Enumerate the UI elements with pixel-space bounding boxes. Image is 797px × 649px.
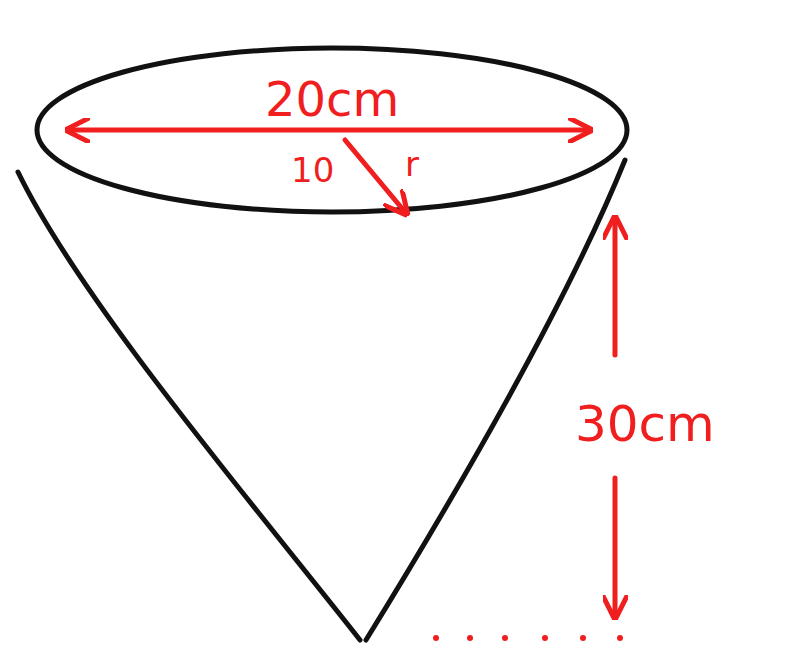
height-label: 30cm	[572, 398, 718, 450]
radius-symbol: r	[402, 146, 422, 182]
height-arrow-down	[613, 478, 618, 615]
dotted-baseline	[433, 635, 623, 641]
radius-value: 10	[288, 152, 337, 188]
cone-top-ellipse	[37, 48, 627, 212]
radius-arrow	[345, 140, 405, 212]
cone-left-side	[18, 172, 360, 640]
diameter-label: 20cm	[262, 74, 402, 124]
height-arrow-up	[613, 220, 618, 355]
diameter-arrow	[70, 128, 588, 133]
